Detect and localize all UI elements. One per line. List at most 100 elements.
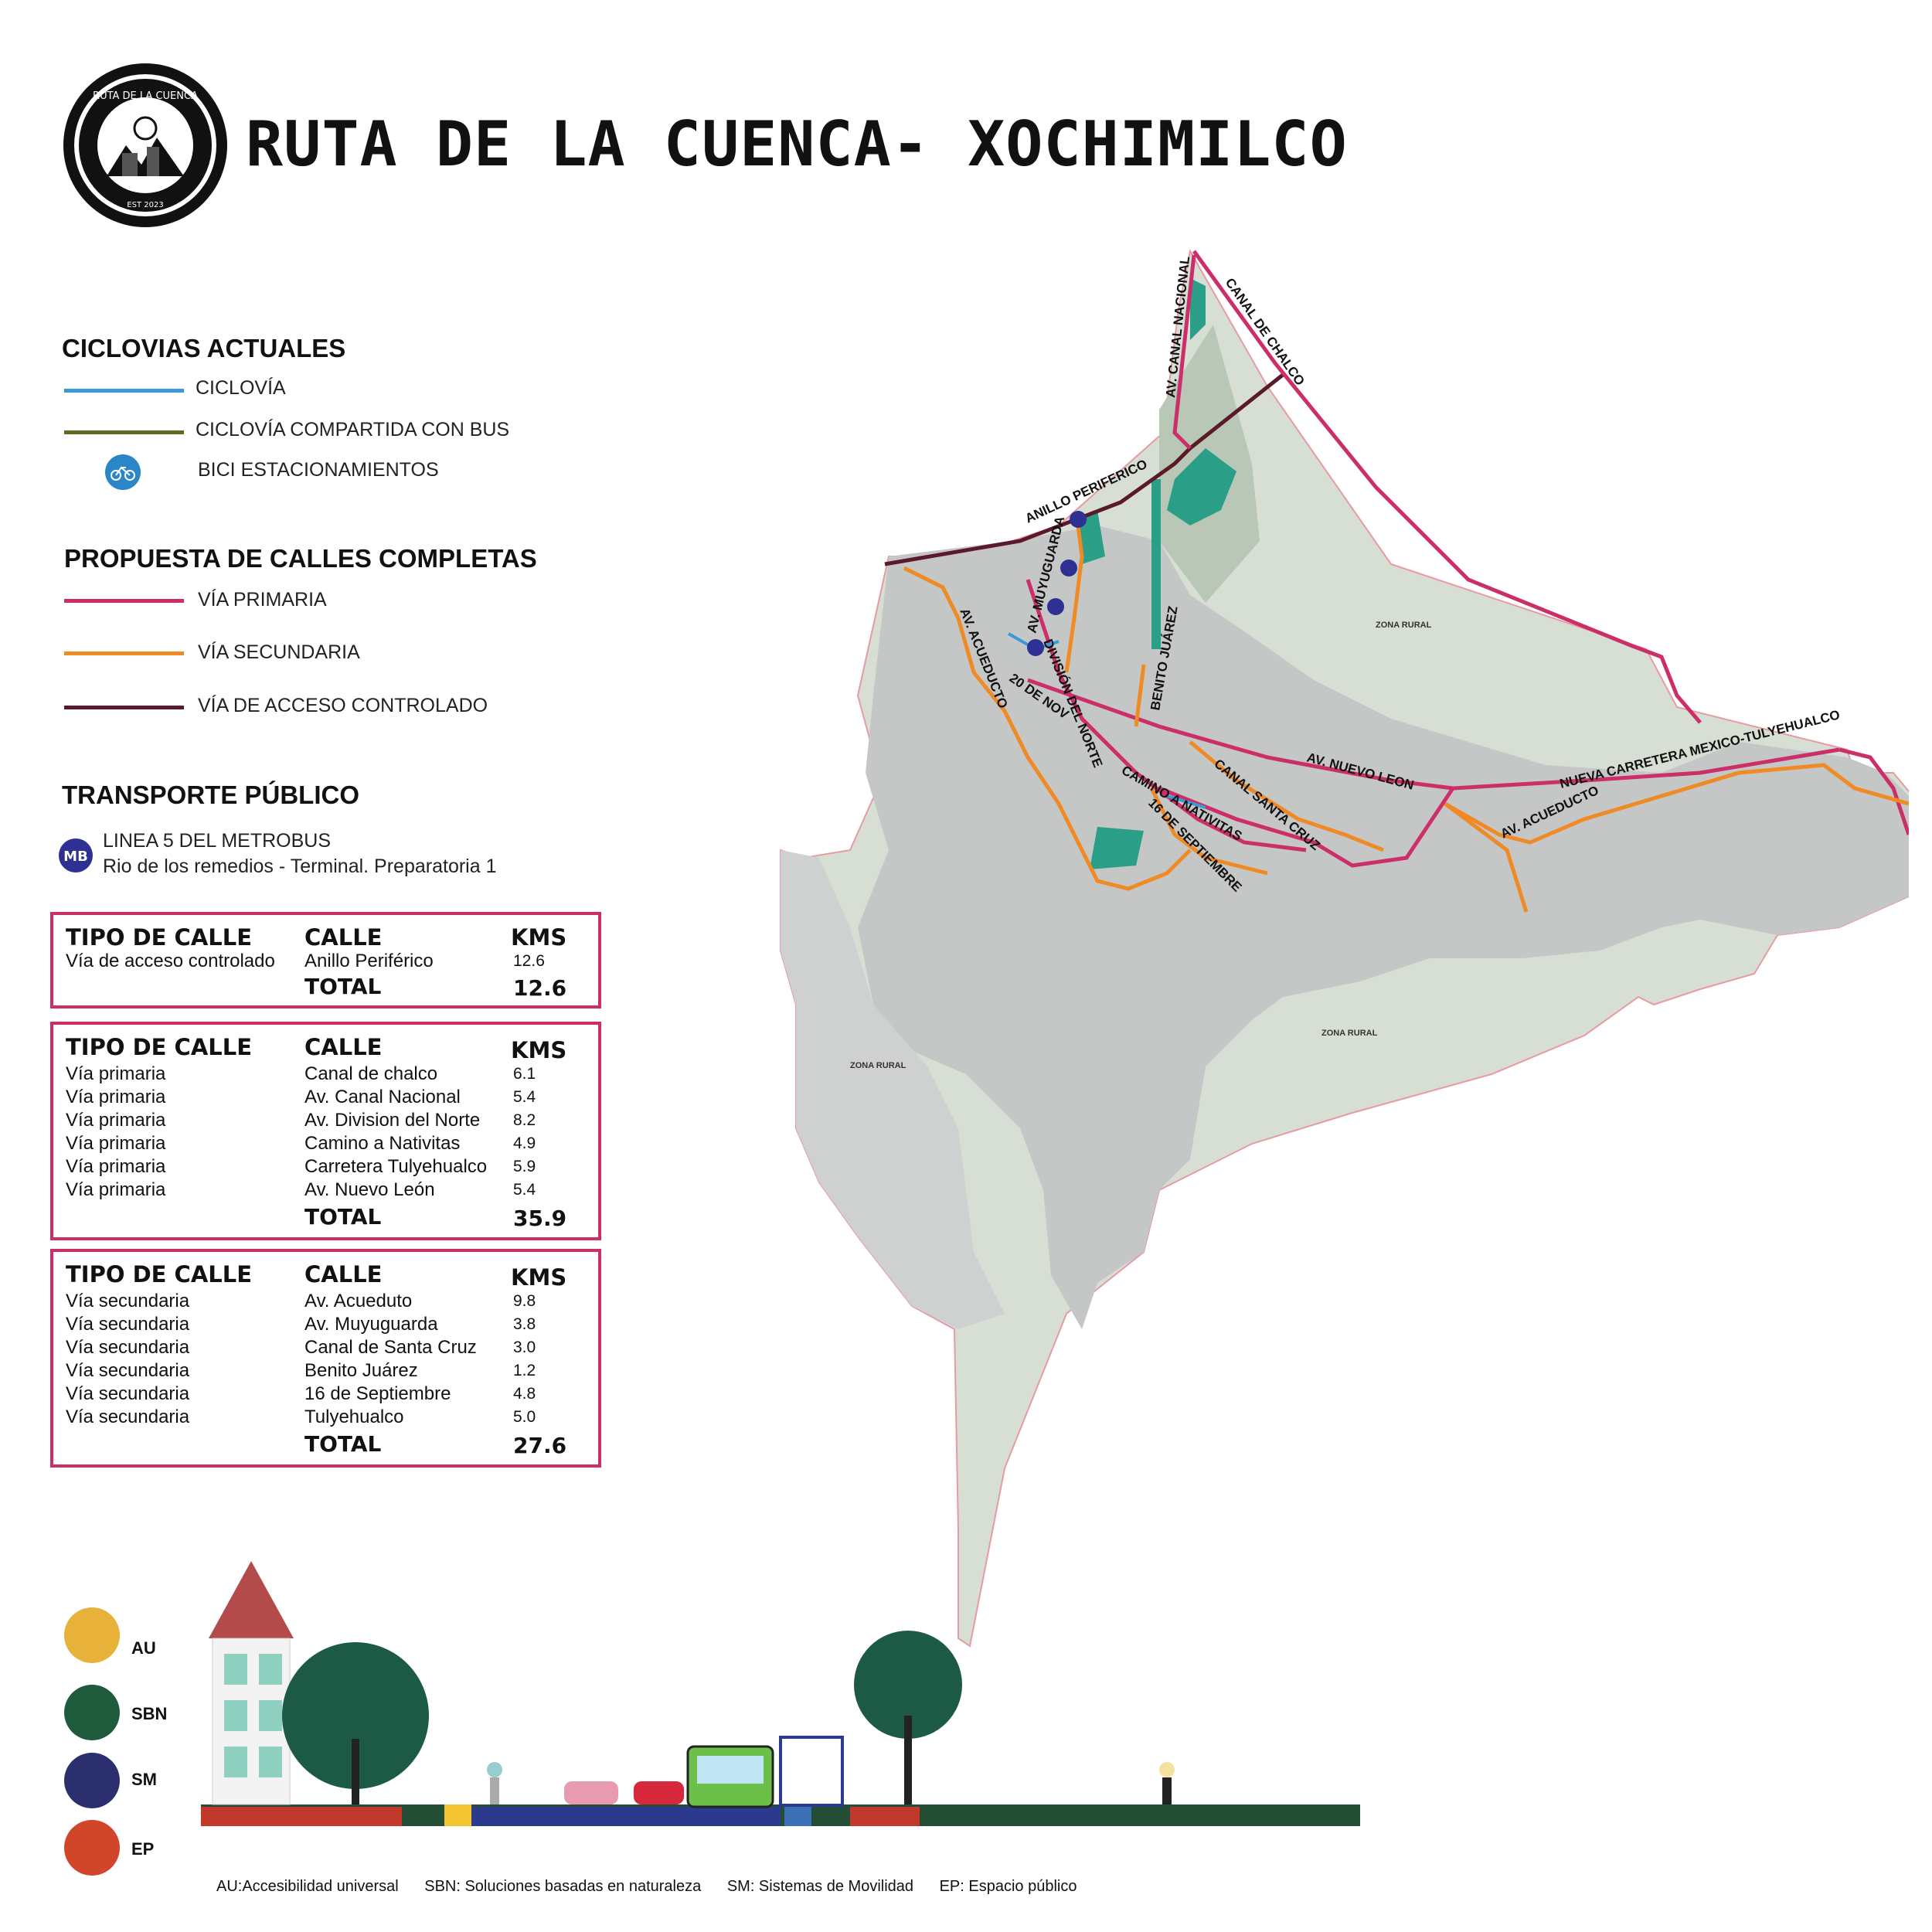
water-area	[1190, 278, 1206, 340]
ciclovia-label: CICLOVÍA	[196, 377, 286, 399]
cell-calle: Canal de Santa Cruz	[304, 1337, 477, 1358]
logo-text-bottom: EST 2023	[127, 201, 163, 209]
nuevo-leon-road	[1027, 678, 1454, 791]
zona-rural-label: ZONA RURAL	[1376, 621, 1432, 630]
via-acceso-label: VÍA DE ACCESO CONTROLADO	[198, 695, 488, 716]
cell-calle: 16 de Septiembre	[304, 1383, 451, 1404]
via-primaria-label: VÍA PRIMARIA	[198, 589, 327, 611]
cell-tipo: Vía secundaria	[66, 1314, 190, 1335]
bike-parking-label: BICI ESTACIONAMIENTOS	[198, 459, 439, 481]
ciclovia-swatch	[64, 389, 184, 393]
table-via-primaria: TIPO DE CALLE CALLE KMS Vía primaria Can…	[50, 1022, 601, 1240]
ciclovias-title: CICLOVIAS ACTUALES	[62, 334, 346, 362]
header-kms: KMS	[511, 924, 567, 951]
table-via-secundaria: TIPO DE CALLE CALLE KMS Vía secundaria A…	[50, 1249, 601, 1468]
cell-kms: 8.2	[513, 1111, 536, 1129]
table-acceso-controlado: TIPO DE CALLE CALLE KMS Vía de acceso co…	[50, 912, 601, 1009]
cell-kms: 6.1	[513, 1065, 536, 1083]
page-title: RUTA DE LA CUENCA- XOCHIMILCO	[246, 108, 1348, 180]
zona-rural-label: ZONA RURAL	[850, 1061, 906, 1070]
metrobus-route-label: Rio de los remedios - Terminal. Preparat…	[103, 855, 497, 877]
cell-calle: Anillo Periférico	[304, 951, 434, 971]
cell-tipo: Vía secundaria	[66, 1291, 190, 1311]
division-norte-road	[1026, 579, 1307, 852]
cell-calle: Carretera Tulyehualco	[304, 1156, 488, 1177]
public-space-icon	[64, 1820, 120, 1876]
urban-area	[858, 526, 1909, 1329]
canal-santa-cruz-road	[1189, 740, 1384, 852]
cell-calle: Av. Muyuguarda	[304, 1314, 438, 1335]
total-label: TOTAL	[304, 1431, 382, 1457]
cell-calle: Benito Juárez	[304, 1360, 418, 1381]
cell-tipo: Vía secundaria	[66, 1337, 190, 1358]
cell-calle: Canal de chalco	[304, 1063, 438, 1084]
ciclovia-bus-label: CICLOVÍA COMPARTIDA CON BUS	[196, 419, 510, 440]
water-area	[1167, 448, 1236, 526]
urban-area	[781, 850, 1005, 1329]
cell-tipo: Vía primaria	[66, 1133, 166, 1154]
water-area	[1090, 827, 1144, 869]
cell-kms: 4.8	[513, 1385, 536, 1403]
muyuguarda-road	[1064, 525, 1084, 673]
cell-tipo: Vía primaria	[66, 1179, 166, 1200]
header-tipo: TIPO DE CALLE	[66, 1261, 253, 1287]
footer-notes: AU:Accesibilidad universal SBN: Solucion…	[216, 1878, 1098, 1896]
metrobus-icon: MB	[59, 838, 93, 872]
cell-kms: 5.4	[513, 1088, 536, 1106]
header-tipo: TIPO DE CALLE	[66, 1034, 253, 1060]
badge-label-ep: EP	[131, 1839, 155, 1859]
total-value: 27.6	[513, 1433, 567, 1458]
cell-calle: Av. Nuevo León	[304, 1179, 435, 1200]
cell-calle: Av. Division del Norte	[304, 1110, 481, 1131]
cell-kms: 3.8	[513, 1315, 536, 1333]
cell-tipo: Vía de acceso controlado	[66, 951, 275, 971]
cell-tipo: Vía primaria	[66, 1110, 166, 1131]
header-calle: CALLE	[304, 1261, 383, 1287]
zona-rural-label: ZONA RURAL	[1321, 1029, 1378, 1038]
footer-sm: SM: Sistemas de Movilidad	[726, 1878, 914, 1895]
cell-tipo: Vía primaria	[66, 1087, 166, 1107]
ciclovia-bus-swatch	[64, 430, 184, 434]
anillo-periferico-road	[884, 373, 1284, 566]
total-value: 12.6	[513, 975, 567, 1001]
total-label: TOTAL	[304, 1204, 382, 1230]
ciclovia-path	[1166, 794, 1206, 809]
via-primaria-swatch	[64, 599, 184, 603]
accessibility-icon	[64, 1607, 120, 1663]
cell-kms: 5.9	[513, 1158, 536, 1175]
footer-au: AU:Accesibilidad universal	[216, 1878, 399, 1895]
header-kms: KMS	[511, 1264, 567, 1291]
cell-kms: 5.0	[513, 1408, 536, 1426]
water-area	[1151, 479, 1161, 649]
metrobus-icon	[1027, 511, 1087, 656]
xochimilco-map: AV. CANAL NACIONAL CANAL DE CHALCO ANILL…	[780, 249, 1909, 1648]
cell-calle: Av. Canal Nacional	[304, 1087, 461, 1107]
total-label: TOTAL	[304, 974, 382, 999]
cell-calle: Av. Acueduto	[304, 1291, 413, 1311]
cell-tipo: Vía primaria	[66, 1156, 166, 1177]
badge-label-sm: SM	[131, 1770, 157, 1789]
cell-tipo: Vía secundaria	[66, 1360, 190, 1381]
ruta-de-la-cuenca-logo: RUTA DE LA CUENCA EST 2023	[63, 63, 227, 227]
cell-tipo: Vía primaria	[66, 1063, 166, 1084]
footer-ep: EP: Espacio público	[939, 1878, 1077, 1895]
acueducto-west-road	[903, 566, 1192, 891]
header-calle: CALLE	[304, 924, 383, 951]
mobility-icon	[64, 1753, 120, 1808]
header-calle: CALLE	[304, 1034, 383, 1060]
cell-kms: 4.9	[513, 1134, 536, 1152]
cell-calle: Camino a Nativitas	[304, 1133, 461, 1154]
cell-tipo: Vía secundaria	[66, 1383, 190, 1404]
tulyehualco-road	[1444, 802, 1529, 913]
cell-kms: 12.6	[513, 952, 545, 970]
svg-text:MB: MB	[63, 849, 88, 865]
via-secundaria-label: VÍA SECUNDARIA	[198, 641, 360, 663]
metrobus-line-label: LINEA 5 DEL METROBUS	[103, 830, 331, 852]
acueducto-east-road	[1444, 763, 1909, 845]
propuesta-title: PROPUESTA DE CALLES COMPLETAS	[64, 544, 537, 573]
via-acceso-swatch	[64, 706, 184, 709]
total-value: 35.9	[513, 1206, 567, 1231]
cell-tipo: Vía secundaria	[66, 1406, 190, 1427]
logo-text-top: RUTA DE LA CUENCA	[93, 90, 198, 102]
footer-sbn: SBN: Soluciones basadas en naturaleza	[424, 1878, 702, 1895]
